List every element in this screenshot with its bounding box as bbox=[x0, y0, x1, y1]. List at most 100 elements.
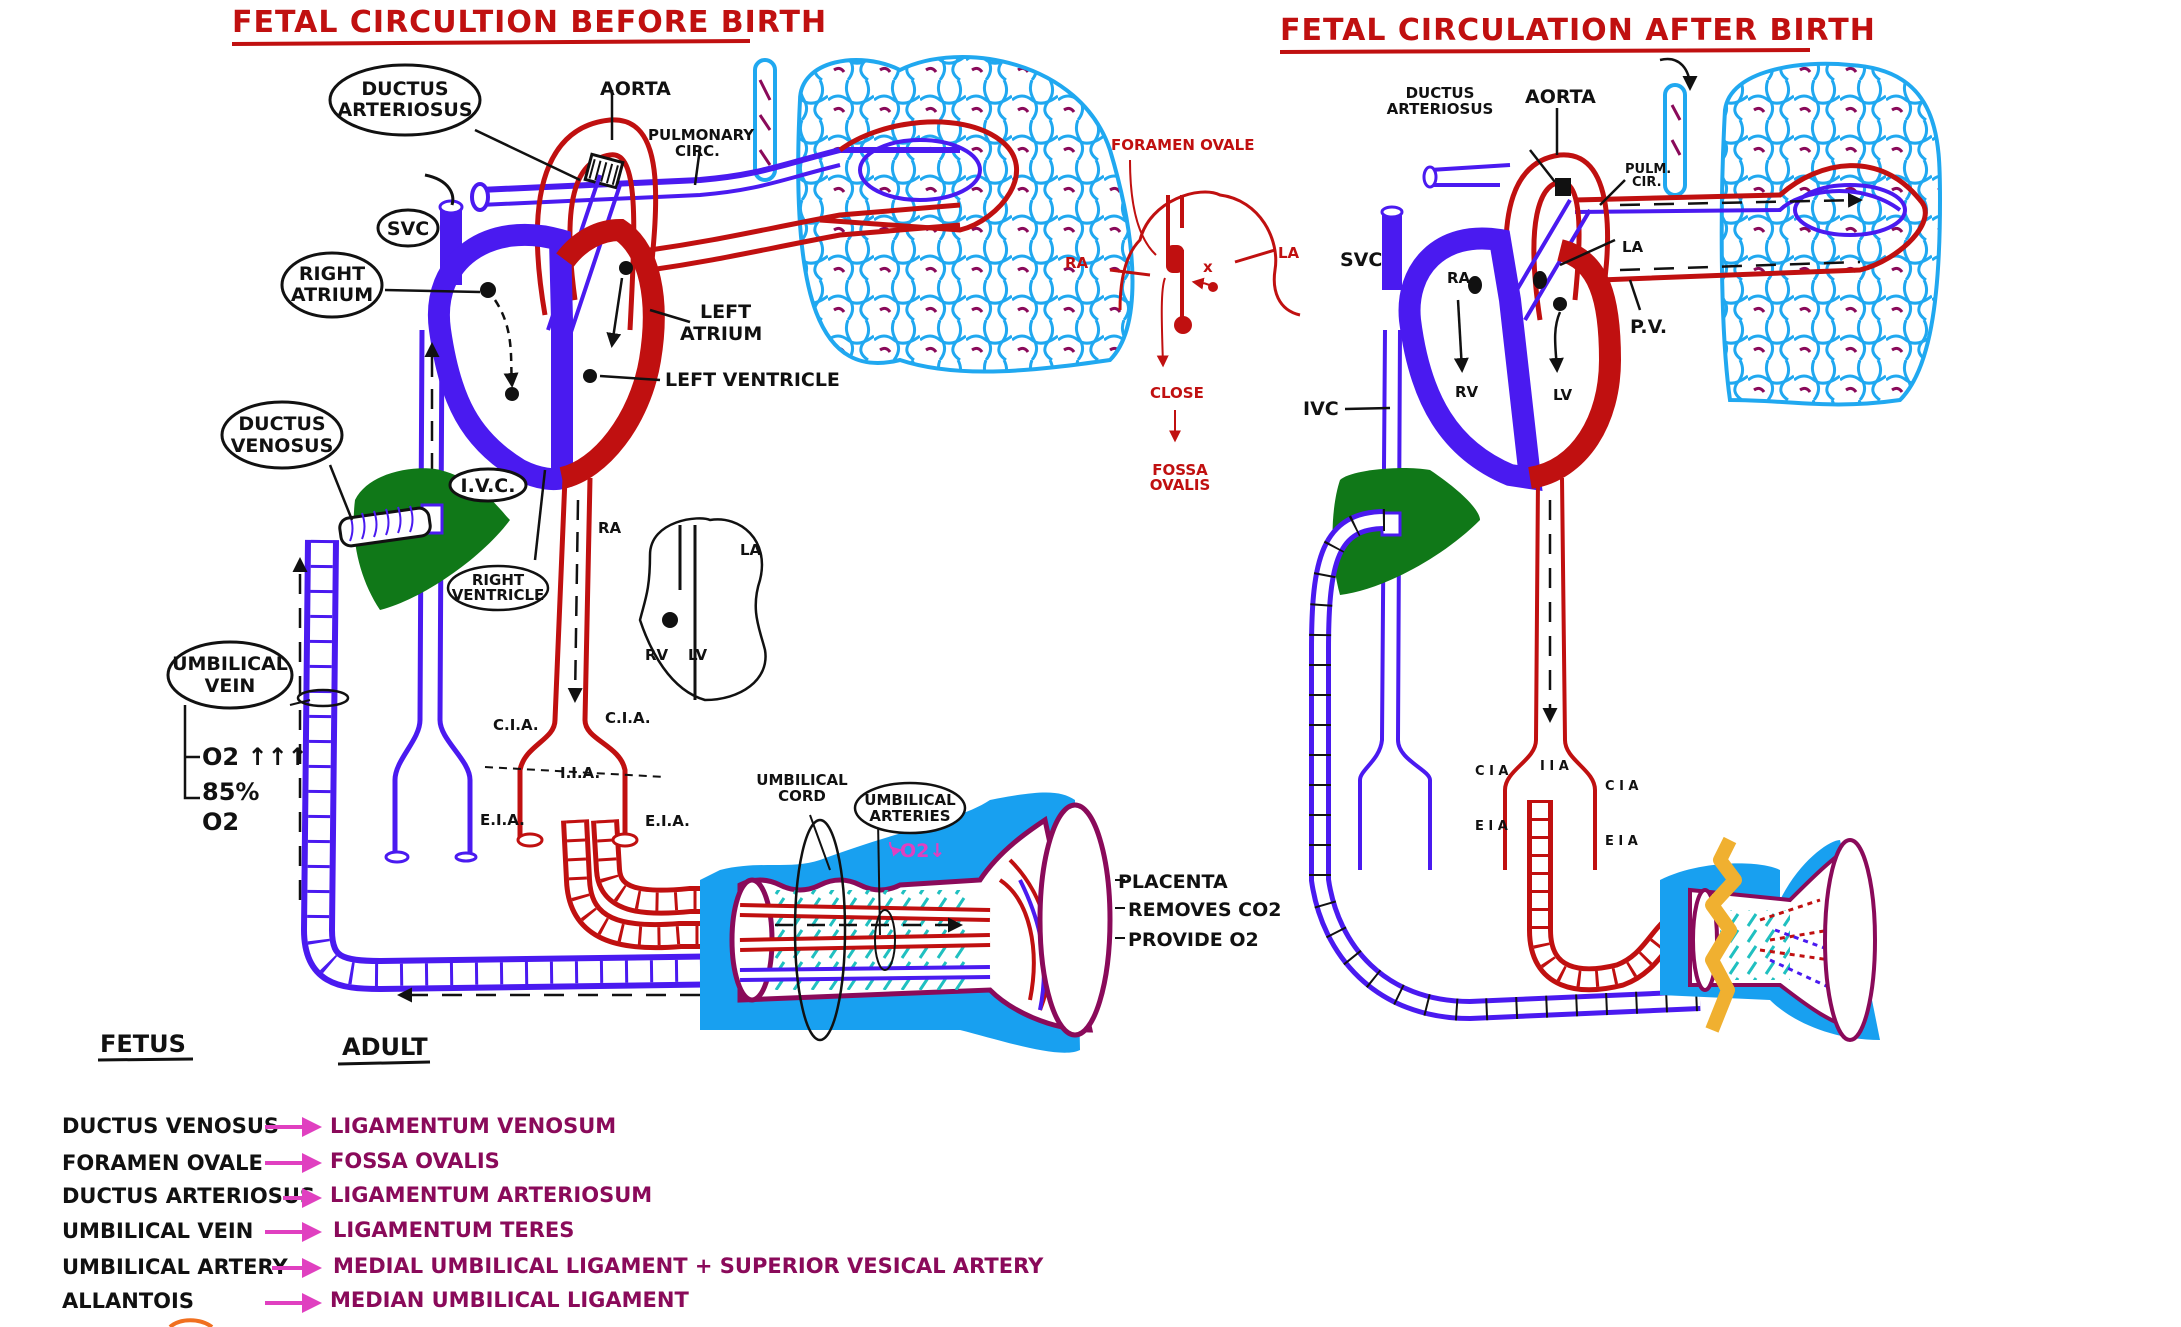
label-umbilical-arteries: UMBILICAL ARTERIES bbox=[853, 781, 967, 835]
label-ra-after: RA bbox=[1447, 269, 1471, 287]
svg-text:VENTRICLE: VENTRICLE bbox=[452, 586, 545, 604]
umbilical-clamp bbox=[1705, 836, 1742, 1033]
pulmonary-veins-before bbox=[649, 202, 961, 253]
table-row: UMBILICAL VEIN LIGAMENTUM TERES bbox=[62, 1218, 574, 1243]
ductus-arteriosus-vessel bbox=[583, 152, 625, 190]
label-o2-down: O2↓ bbox=[900, 840, 945, 862]
svg-text:DUCTUS VENOSUS: DUCTUS VENOSUS bbox=[62, 1114, 279, 1138]
ductus-venosus-coil bbox=[338, 505, 432, 548]
liver-after bbox=[1332, 468, 1480, 595]
label-svc-before: SVC bbox=[376, 208, 440, 248]
label-cia-right-after: C I A bbox=[1605, 779, 1639, 794]
label-removes-co2: REMOVES CO2 bbox=[1128, 899, 1281, 921]
label-pv: P.V. bbox=[1630, 316, 1667, 338]
svg-text:RIGHT: RIGHT bbox=[299, 263, 365, 285]
svg-text:VEIN: VEIN bbox=[205, 675, 256, 697]
label-fossa-1: FOSSA bbox=[1152, 461, 1208, 479]
svg-text:FETAL CIRCULTION BEFORE BIRTH: FETAL CIRCULTION BEFORE BIRTH bbox=[232, 5, 827, 40]
svg-text:LIGAMENTUM VENOSUM: LIGAMENTUM VENOSUM bbox=[330, 1114, 616, 1138]
label-inset-ra: RA bbox=[598, 519, 622, 537]
table-row: FORAMEN OVALE FOSSA OVALIS bbox=[62, 1149, 500, 1175]
label-provide-o2: PROVIDE O2 bbox=[1128, 929, 1259, 951]
label-inset-rv: RV bbox=[645, 646, 669, 664]
svg-text:UMBILICAL ARTERY: UMBILICAL ARTERY bbox=[62, 1255, 288, 1279]
svg-text:FOSSA OVALIS: FOSSA OVALIS bbox=[330, 1149, 500, 1173]
label-inset-lv: LV bbox=[688, 646, 707, 664]
label-foramen-ra: RA bbox=[1065, 254, 1089, 272]
svg-text:UMBILICAL: UMBILICAL bbox=[864, 791, 956, 809]
label-foramen-ovale: FORAMEN OVALE bbox=[1111, 136, 1254, 154]
label-cia-right-before: C.I.A. bbox=[605, 709, 651, 727]
before-birth-diagram bbox=[292, 55, 1135, 1053]
label-ivc-before: I.V.C. bbox=[448, 467, 528, 503]
label-aorta-after: AORTA bbox=[1525, 86, 1596, 108]
label-rv-after: RV bbox=[1455, 383, 1479, 401]
table-row: DUCTUS VENOSUS LIGAMENTUM VENOSUM bbox=[62, 1114, 616, 1138]
heart-after-left bbox=[1527, 239, 1622, 489]
label-pulmonary-circ-1: PULMONARY bbox=[648, 126, 755, 144]
label-left-atrium-1: LEFT bbox=[700, 301, 751, 323]
remnants-table: FETUS ADULT DUCTUS VENOSUS LIGAMENTUM VE… bbox=[62, 1030, 1044, 1327]
label-ductus-venosus: DUCTUS VENOSUS bbox=[220, 400, 344, 470]
label-inset-la: LA bbox=[740, 541, 762, 559]
label-foramen-la: LA bbox=[1278, 244, 1300, 262]
label-o2: O2 bbox=[202, 808, 239, 836]
heart-before bbox=[427, 218, 665, 490]
table-row: UMBILICAL ARTERY MEDIAL UMBILICAL LIGAME… bbox=[62, 1254, 1044, 1279]
label-ivc-after: IVC bbox=[1303, 398, 1339, 420]
heart-after-right bbox=[1398, 227, 1543, 492]
label-umbilical-vein: UMBILICAL VEIN bbox=[166, 640, 311, 800]
label-eia-left-before: E.I.A. bbox=[480, 811, 525, 829]
label-fossa-2: OVALIS bbox=[1150, 476, 1211, 494]
placenta-before bbox=[700, 792, 1113, 1053]
label-iia-after: I I A bbox=[1540, 759, 1569, 774]
label-lv-after: LV bbox=[1553, 386, 1572, 404]
svg-text:DUCTUS: DUCTUS bbox=[361, 78, 448, 100]
label-aorta-before: AORTA bbox=[600, 78, 671, 100]
svc-vessel-after bbox=[1382, 210, 1402, 290]
foramen-ovale-diagram bbox=[1109, 159, 1301, 443]
label-pulm-cir-1: PULM. bbox=[1625, 162, 1671, 177]
pulmonary-artery-before bbox=[479, 147, 960, 193]
svg-text:ARTERIOSUS: ARTERIOSUS bbox=[337, 99, 472, 121]
label-left-atrium-2: ATRIUM bbox=[680, 323, 762, 345]
placenta-after bbox=[1660, 836, 1880, 1042]
lung-before bbox=[753, 55, 1135, 374]
svg-text:LIGAMENTUM TERES: LIGAMENTUM TERES bbox=[333, 1218, 574, 1242]
label-umbilical-cord-2: CORD bbox=[778, 787, 826, 805]
inset-heart-diagram bbox=[638, 517, 767, 702]
label-ductus-arteriosus-after-2: ARTERIOSUS bbox=[1387, 100, 1494, 118]
svg-text:FORAMEN OVALE: FORAMEN OVALE bbox=[62, 1151, 263, 1175]
title-after: FETAL CIRCULATION AFTER BIRTH bbox=[1279, 13, 1876, 54]
table-header-fetus: FETUS bbox=[100, 1030, 186, 1058]
svg-text:MEDIAN UMBILICAL LIGAMENT: MEDIAN UMBILICAL LIGAMENT bbox=[330, 1288, 689, 1312]
svg-text:FETAL CIRCULATION AFTER BIRTH: FETAL CIRCULATION AFTER BIRTH bbox=[1280, 13, 1876, 48]
svg-text:VENOSUS: VENOSUS bbox=[231, 435, 334, 457]
label-eia-left-after: E I A bbox=[1475, 819, 1508, 834]
label-svc-after: SVC bbox=[1340, 249, 1382, 271]
label-ductus-arteriosus-after-1: DUCTUS bbox=[1406, 84, 1475, 102]
label-iia-before: I.I.A. bbox=[560, 764, 600, 782]
svg-text:SVC: SVC bbox=[387, 218, 429, 240]
svg-text:I.V.C.: I.V.C. bbox=[461, 475, 516, 497]
svg-text:DUCTUS ARTERIOSUS: DUCTUS ARTERIOSUS bbox=[62, 1184, 315, 1208]
label-o2-percent: 85% bbox=[202, 778, 259, 806]
svg-text:ALLANTOIS: ALLANTOIS bbox=[62, 1289, 194, 1313]
label-right-atrium-before: RIGHT ATRIUM bbox=[280, 251, 384, 319]
svg-text:UMBILICAL: UMBILICAL bbox=[172, 653, 288, 675]
label-cia-left-before: C.I.A. bbox=[493, 716, 539, 734]
aortic-arch-before bbox=[534, 117, 659, 341]
label-o2-high: O2 ↑↑↑ bbox=[202, 743, 308, 771]
after-birth-diagram bbox=[1309, 57, 1943, 1042]
descending-aorta-before bbox=[517, 477, 568, 840]
label-eia-right-after: E I A bbox=[1605, 834, 1638, 849]
liver-before bbox=[353, 468, 510, 610]
svg-text:DUCTUS: DUCTUS bbox=[238, 413, 325, 435]
label-umbilical-cord-1: UMBILICAL bbox=[756, 771, 848, 789]
svg-text:ARTERIES: ARTERIES bbox=[869, 807, 950, 825]
svg-text:UMBILICAL VEIN: UMBILICAL VEIN bbox=[62, 1219, 253, 1243]
label-foramen-x: x bbox=[1203, 258, 1213, 276]
umbilical-arteries-before bbox=[561, 819, 740, 951]
svg-text:MEDIAL UMBILICAL LIGAMENT + SU: MEDIAL UMBILICAL LIGAMENT + SUPERIOR VES… bbox=[333, 1254, 1044, 1278]
